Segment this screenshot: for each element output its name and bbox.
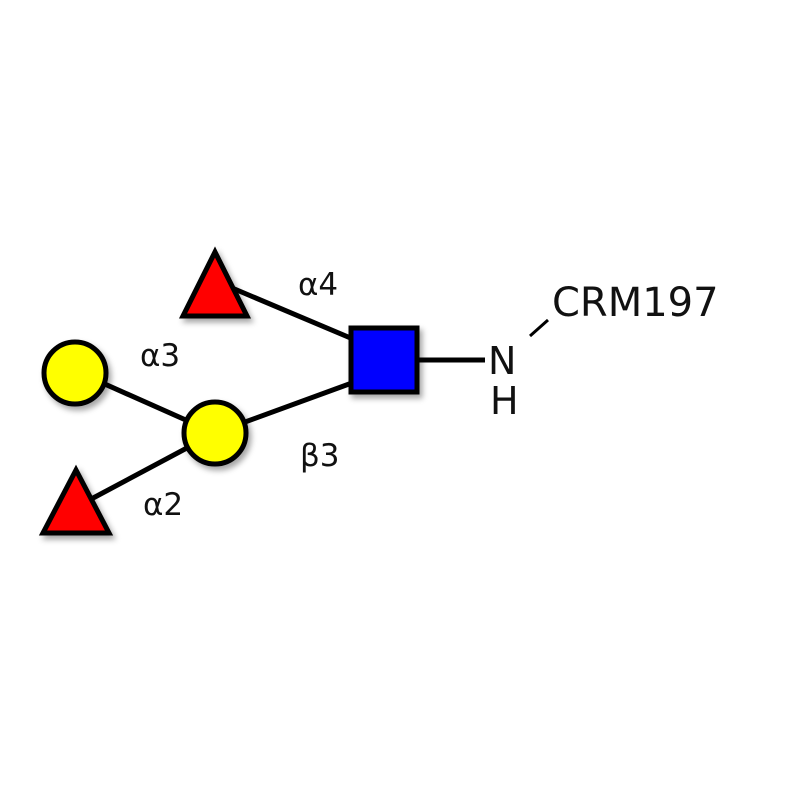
linkage-label-a2: α2 [143, 487, 183, 523]
galactose-circle-core [181, 399, 249, 467]
fucose-triangle-top [178, 246, 252, 319]
carrier-protein-label: CRM197 [552, 280, 719, 326]
linkage-label-b3: β3 [300, 438, 340, 474]
bond-top-fucose [224, 282, 361, 345]
bond-n-carrier [529, 318, 549, 338]
galactose-circle-terminal [41, 339, 109, 407]
fucose-triangle-bottom [38, 464, 114, 536]
nitrogen-label: N [488, 339, 516, 383]
hydrogen-label: H [490, 379, 519, 423]
glcnac-square [348, 325, 420, 395]
linkage-label-a3: α3 [140, 338, 180, 374]
linkage-label-a4: α4 [298, 267, 338, 303]
